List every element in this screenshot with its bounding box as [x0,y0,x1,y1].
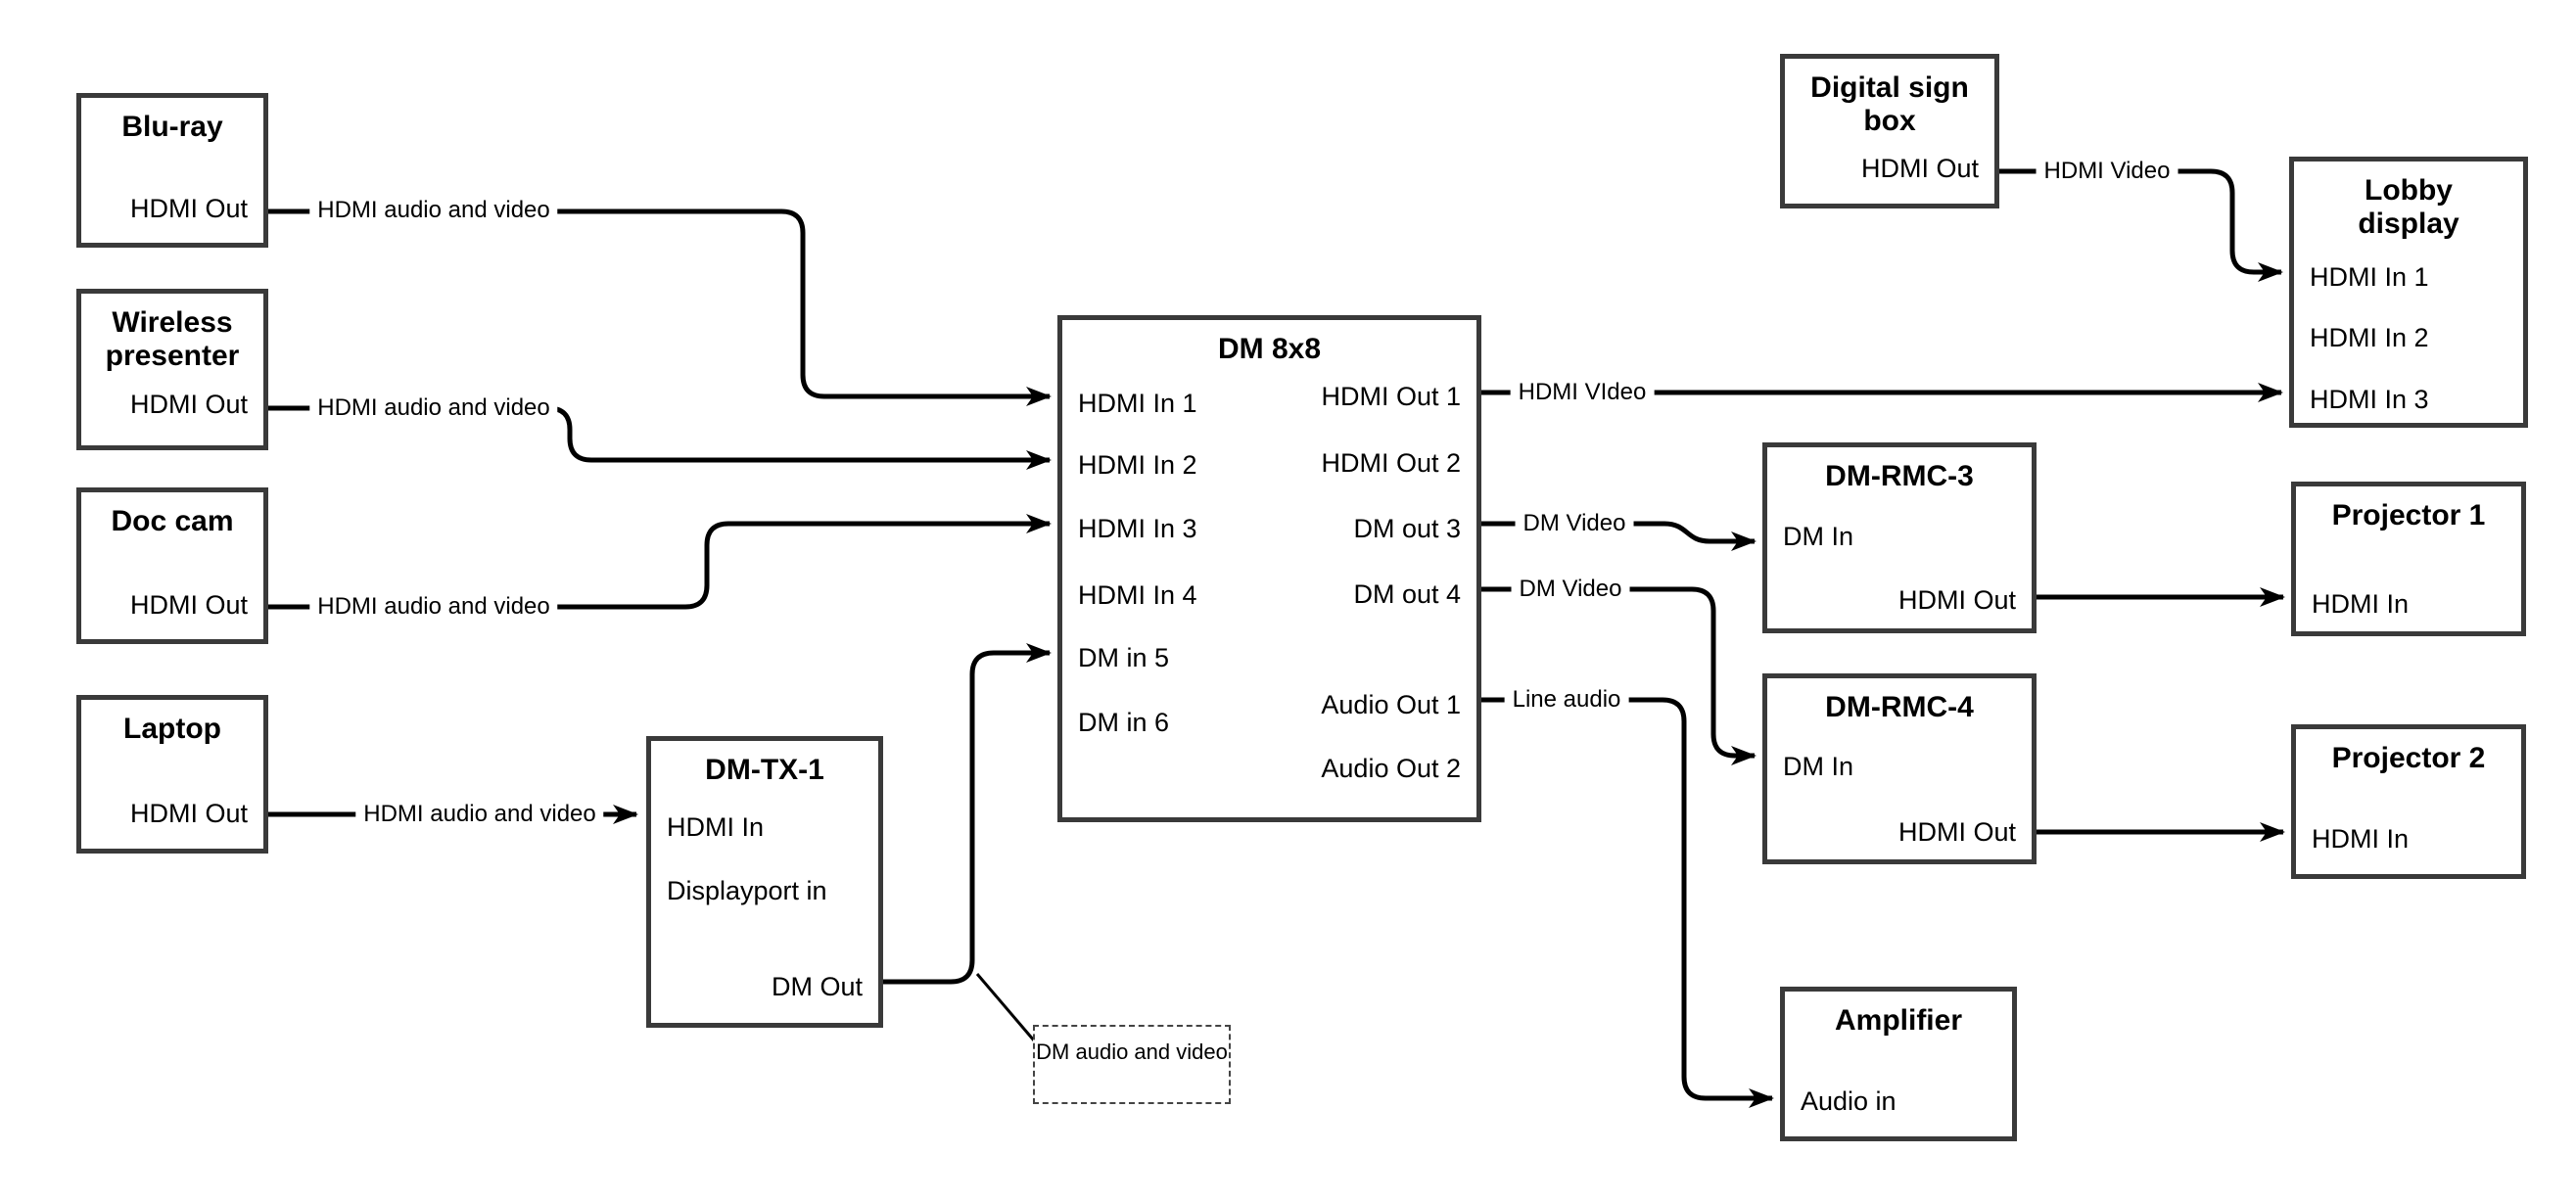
wireless-presenter-port-hdmi-out: HDMI Out [129,390,248,419]
projector-2-title: Projector 2 [2331,742,2486,774]
node-dm-rmc-4: DM-RMC-4 DM In HDMI Out [1762,673,2037,864]
dm-rmc-4-title: DM-RMC-4 [1825,691,1974,723]
wire-label-hdmi-video-out1: HDMI VIdeo [1510,379,1655,406]
dm-8x8-title: DM 8x8 [1217,333,1322,365]
dm-8x8-port-audio-out-2: Audio Out 2 [1321,754,1461,783]
digital-sign-box-title: Digital sign box [1810,71,1969,137]
dm-tx-1-port-displayport-in: Displayport in [667,876,827,905]
annotation-leader-line [975,973,1036,1041]
dm-rmc-3-port-dm-in: DM In [1783,522,1854,551]
dm-tx-1-port-hdmi-in: HDMI In [667,812,765,842]
doc-cam-title: Doc cam [111,505,234,537]
wire-bluray-to-dm8x8-in1 [268,208,1052,406]
dm-8x8-port-dm-in-6: DM in 6 [1078,708,1170,737]
wire-doccam-to-dm8x8-in3 [268,514,1052,610]
wireless-presenter-title: Wireless presenter [105,306,240,372]
dm-rmc-3-port-hdmi-out: HDMI Out [1897,585,2016,615]
wire-label-hdmi-av-4: HDMI audio and video [355,801,604,828]
node-projector-2: Projector 2 HDMI In [2291,724,2526,879]
amplifier-title: Amplifier [1834,1004,1963,1037]
node-amplifier: Amplifier Audio in [1780,987,2017,1141]
wire-label-dm-video-out4: DM Video [1511,576,1630,603]
lobby-display-port-hdmi-in-2: HDMI In 2 [2310,323,2429,352]
node-lobby-display: Lobby display HDMI In 1 HDMI In 2 HDMI I… [2289,157,2528,428]
wire-label-hdmi-av-1: HDMI audio and video [309,197,558,224]
wire-dm8x8-out3-to-dmrmc3 [1479,521,1756,551]
dm-8x8-port-hdmi-in-1: HDMI In 1 [1078,389,1197,418]
lobby-display-port-hdmi-in-3: HDMI In 3 [2310,385,2429,414]
node-doc-cam: Doc cam HDMI Out [76,487,268,644]
dm-tx-1-port-dm-out: DM Out [771,972,863,1001]
wire-label-line-audio: Line audio [1504,686,1629,714]
node-laptop: Laptop HDMI Out [76,695,268,854]
dm-rmc-3-title: DM-RMC-3 [1825,460,1974,492]
amplifier-port-audio-in: Audio in [1801,1086,1897,1116]
node-projector-1: Projector 1 HDMI In [2291,482,2526,636]
dm-8x8-port-hdmi-in-2: HDMI In 2 [1078,450,1197,480]
dm-rmc-4-port-hdmi-out: HDMI Out [1897,817,2016,847]
dm-8x8-port-dm-out-4: DM out 4 [1353,579,1461,609]
dm-8x8-port-hdmi-in-4: HDMI In 4 [1078,580,1197,610]
dm-8x8-port-hdmi-out-2: HDMI Out 2 [1321,448,1461,478]
wire-label-hdmi-video-sign: HDMI Video [2036,158,2178,185]
lobby-display-title: Lobby display [2358,174,2459,240]
annotation-text: DM audio and video [1036,1039,1228,1064]
dm-rmc-4-port-dm-in: DM In [1783,752,1854,781]
dm-tx-1-title: DM-TX-1 [705,754,824,786]
wire-dm8x8-audio1-to-amplifier [1479,697,1774,1108]
projector-2-port-hdmi-in: HDMI In [2312,824,2410,854]
dm-8x8-port-dm-out-3: DM out 3 [1353,514,1461,543]
laptop-title: Laptop [123,713,221,745]
dm-8x8-port-audio-out-1: Audio Out 1 [1321,690,1461,719]
dm-8x8-port-dm-in-5: DM in 5 [1078,643,1170,672]
annotation-dm-audio-and-video: DM audio and video [1033,1025,1231,1104]
laptop-port-hdmi-out: HDMI Out [129,799,248,828]
wire-label-hdmi-av-2: HDMI audio and video [309,394,558,422]
blu-ray-title: Blu-ray [121,111,223,143]
wire-dmtx1-to-dm8x8-in5 [881,643,1052,985]
wire-label-hdmi-av-3: HDMI audio and video [309,593,558,621]
node-wireless-presenter: Wireless presenter HDMI Out [76,289,268,450]
wire-digitalsign-to-lobby-in1 [1997,168,2283,282]
node-digital-sign-box: Digital sign box HDMI Out [1780,54,1999,208]
doc-cam-port-hdmi-out: HDMI Out [129,590,248,620]
digital-sign-box-port-hdmi-out: HDMI Out [1860,154,1979,183]
node-dm-tx-1: DM-TX-1 HDMI In Displayport in DM Out [646,736,883,1028]
wire-label-dm-video-out3: DM Video [1515,510,1634,537]
node-dm-8x8: DM 8x8 HDMI In 1 HDMI In 2 HDMI In 3 HDM… [1057,315,1481,822]
blu-ray-port-hdmi-out: HDMI Out [129,194,248,223]
dm-8x8-port-hdmi-out-1: HDMI Out 1 [1321,382,1461,411]
node-blu-ray: Blu-ray HDMI Out [76,93,268,248]
wire-dm8x8-out4-to-dmrmc4 [1479,586,1756,765]
lobby-display-port-hdmi-in-1: HDMI In 1 [2310,262,2429,292]
projector-1-title: Projector 1 [2331,499,2486,531]
node-dm-rmc-3: DM-RMC-3 DM In HDMI Out [1762,442,2037,633]
dm-8x8-port-hdmi-in-3: HDMI In 3 [1078,514,1197,543]
projector-1-port-hdmi-in: HDMI In [2312,589,2410,619]
